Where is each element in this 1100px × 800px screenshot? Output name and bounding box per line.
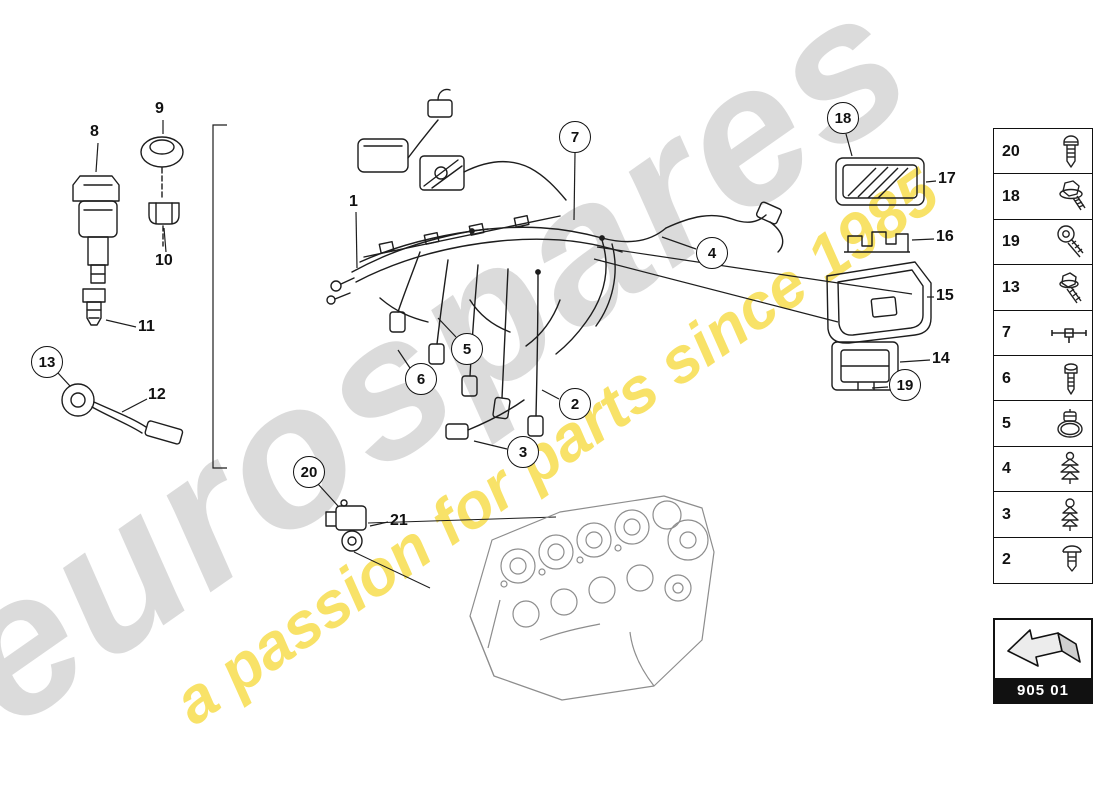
legend-row-19[interactable]: 19 — [993, 218, 1093, 266]
legend-row-5[interactable]: 5 — [993, 400, 1093, 448]
callout-1[interactable]: 1 — [349, 193, 358, 210]
mount-plate-art — [831, 341, 899, 391]
callout-2[interactable]: 2 — [559, 388, 591, 420]
callout-7[interactable]: 7 — [559, 121, 591, 153]
direction-arrow-icon — [995, 620, 1091, 678]
fir-tree-clip-icon — [1051, 495, 1089, 535]
camshaft-sensor-art — [325, 499, 557, 589]
legend-row-20[interactable]: 20 — [993, 128, 1093, 175]
callout-10[interactable]: 10 — [155, 252, 173, 269]
callout-5[interactable]: 5 — [451, 333, 483, 365]
fir-tree-clip-icon — [1051, 449, 1089, 489]
ignition-coil-art — [61, 136, 184, 445]
callout-17[interactable]: 17 — [938, 170, 956, 187]
callout-13[interactable]: 13 — [31, 346, 63, 378]
callout-16[interactable]: 16 — [936, 228, 954, 245]
fastener-legend: 20 18 19 — [993, 128, 1093, 584]
legend-part-number: 2 — [1002, 551, 1011, 569]
legend-row-4[interactable]: 4 — [993, 445, 1093, 493]
callout-20[interactable]: 20 — [293, 456, 325, 488]
legend-part-number: 7 — [1002, 324, 1011, 342]
hex-bolt-icon — [1053, 268, 1089, 308]
callout-4[interactable]: 4 — [696, 237, 728, 269]
leader-lines — [57, 120, 937, 527]
legend-row-7[interactable]: 7 — [993, 309, 1093, 357]
legend-row-3[interactable]: 3 — [993, 491, 1093, 539]
callout-21[interactable]: 21 — [390, 512, 408, 529]
callout-3[interactable]: 3 — [507, 436, 539, 468]
callout-11[interactable]: 11 — [138, 318, 155, 335]
cylinder-head-art — [469, 495, 715, 701]
wiring-harness-art — [326, 88, 784, 440]
legend-row-18[interactable]: 18 — [993, 173, 1093, 221]
push-rivet-icon — [1053, 540, 1089, 580]
callout-6[interactable]: 6 — [405, 363, 437, 395]
socket-head-screw-icon — [1053, 222, 1089, 262]
retainer-bracket-art — [844, 231, 910, 253]
page-code-box: 905 01 — [993, 618, 1093, 704]
callout-19[interactable]: 19 — [889, 369, 921, 401]
hose-clamp-icon — [1051, 404, 1089, 444]
legend-row-13[interactable]: 13 — [993, 264, 1093, 312]
legend-part-number: 3 — [1002, 505, 1011, 523]
page-code: 905 01 — [995, 678, 1091, 702]
stud-screw-icon — [1053, 359, 1089, 399]
callout-14[interactable]: 14 — [932, 350, 950, 367]
callout-9[interactable]: 9 — [155, 100, 164, 117]
housing-tray-art — [826, 261, 932, 344]
callout-8[interactable]: 8 — [90, 123, 99, 140]
legend-part-number: 5 — [1002, 414, 1011, 432]
callout-12[interactable]: 12 — [148, 386, 166, 403]
t-pin-icon — [1049, 313, 1089, 353]
callout-15[interactable]: 15 — [936, 287, 954, 304]
legend-part-number: 18 — [1002, 187, 1020, 205]
legend-part-number: 19 — [1002, 233, 1020, 251]
legend-part-number: 20 — [1002, 142, 1020, 160]
legend-row-2[interactable]: 2 — [993, 536, 1093, 584]
pan-head-screw-icon — [1053, 132, 1089, 172]
control-unit-art — [835, 157, 925, 206]
legend-part-number: 6 — [1002, 369, 1011, 387]
legend-part-number: 4 — [1002, 460, 1011, 478]
legend-part-number: 13 — [1002, 278, 1020, 296]
legend-row-6[interactable]: 6 — [993, 355, 1093, 403]
callout-18[interactable]: 18 — [827, 102, 859, 134]
hex-flange-bolt-icon — [1053, 177, 1089, 217]
